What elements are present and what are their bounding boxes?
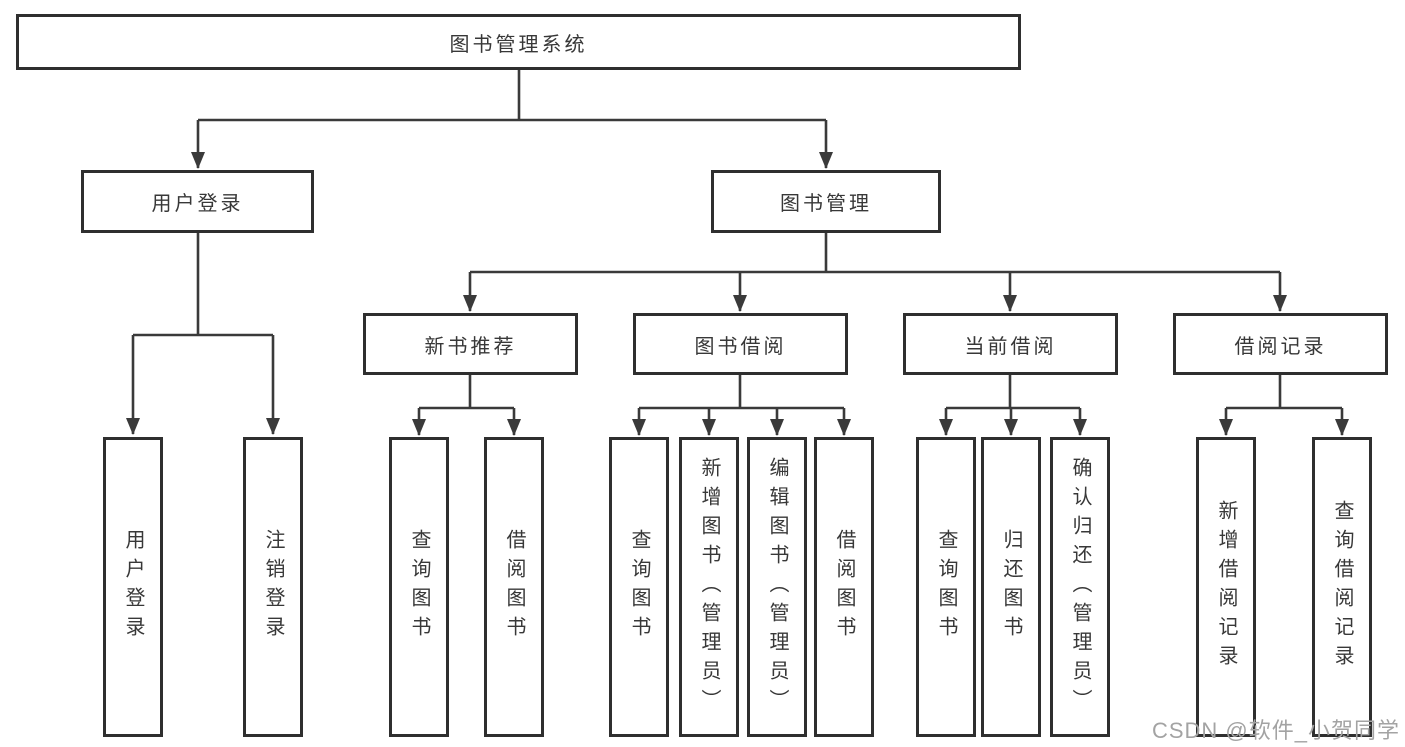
node-book-management: 图书管理 — [711, 170, 941, 233]
leaf-current-return-books: 归还图书 — [981, 437, 1041, 737]
leaf-user-login: 用户登录 — [103, 437, 163, 737]
leaf-current-query-books: 查询图书 — [916, 437, 976, 737]
leaf-borrowing-add-books-admin: 新增图书（管理员） — [679, 437, 739, 737]
leaf-current-confirm-return-admin: 确认归还（管理员） — [1050, 437, 1110, 737]
leaf-records-add-borrow-record: 新增借阅记录 — [1196, 437, 1256, 737]
node-library-management-system: 图书管理系统 — [16, 14, 1021, 70]
node-new-book-recommend: 新书推荐 — [363, 313, 578, 375]
node-user-login: 用户登录 — [81, 170, 314, 233]
leaf-recommend-borrow-books: 借阅图书 — [484, 437, 544, 737]
leaf-records-query-borrow-record: 查询借阅记录 — [1312, 437, 1372, 737]
watermark-text: CSDN @软件_小贺同学 — [1151, 718, 1400, 743]
node-borrowing-records: 借阅记录 — [1173, 313, 1388, 375]
leaf-borrowing-edit-books-admin: 编辑图书（管理员） — [747, 437, 807, 737]
leaf-logout-login: 注销登录 — [243, 437, 303, 737]
leaf-borrowing-query-books: 查询图书 — [609, 437, 669, 737]
leaf-borrowing-borrow-books: 借阅图书 — [814, 437, 874, 737]
node-book-borrowing: 图书借阅 — [633, 313, 848, 375]
node-current-borrowing: 当前借阅 — [903, 313, 1118, 375]
leaf-recommend-query-books: 查询图书 — [389, 437, 449, 737]
connector-arrows — [126, 120, 1349, 436]
